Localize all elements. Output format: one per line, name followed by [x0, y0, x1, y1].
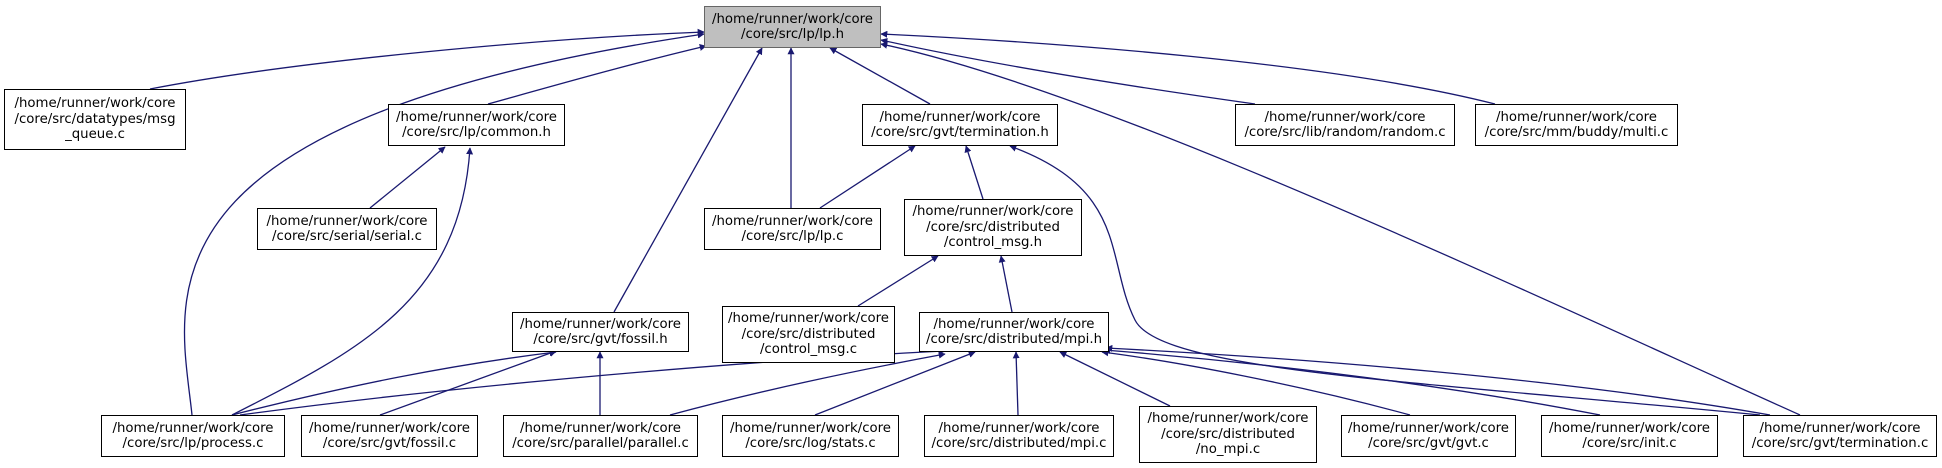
edge-gvt-c-to-mpi-h [1101, 349, 1411, 416]
node-stats-c-line-1: /home/runner/work/core [730, 420, 891, 436]
node-parallel-c-line-2: /core/src/parallel/parallel.c [512, 436, 689, 451]
node-mpi-c-line-1: /home/runner/work/core [938, 420, 1100, 436]
edge-control-msg-c-to-control-msg-h [857, 255, 939, 307]
node-parallel-c[interactable]: /home/runner/work/core /core/src/paralle… [503, 415, 698, 457]
node-control-msg-c[interactable]: /home/runner/work/core /core/src/distrib… [722, 306, 895, 363]
edge-mpi-h-to-control-msg-h [998, 255, 1013, 313]
node-stats-c[interactable]: /home/runner/work/core /core/src/log/sta… [722, 415, 899, 457]
node-control-msg-c-line-1: /home/runner/work/core [728, 311, 889, 327]
node-serial-c-line-1: /home/runner/work/core [266, 213, 428, 229]
node-parallel-c-line-1: /home/runner/work/core [520, 420, 681, 436]
node-lp-c-line-2: /core/src/lp/lp.c [741, 229, 844, 244]
node-init-c-line-2: /core/src/init.c [1582, 436, 1677, 451]
node-process-c-line-1: /home/runner/work/core [112, 420, 274, 436]
edge-parallel-to-mpi-h [669, 351, 946, 416]
edge-lp-c-to-termination-h [819, 145, 916, 209]
node-multi-c-line-1: /home/runner/work/core [1496, 109, 1657, 125]
edge-init-c-to-mpi-h [1103, 347, 1601, 416]
node-no-mpi-c-line-3: /no_mpi.c [1195, 442, 1261, 458]
node-fossil-c-line-1: /home/runner/work/core [309, 420, 470, 436]
node-random-c-line-2: /core/src/lib/random/random.c [1244, 125, 1446, 140]
edge-termination-c-to-termination-h [1009, 144, 1761, 416]
node-no-mpi-c-line-1: /home/runner/work/core [1147, 411, 1309, 427]
edge-termination-c-to-lp-h [880, 41, 1801, 416]
node-common-h[interactable]: /home/runner/work/core /core/src/lp/comm… [388, 104, 565, 146]
edge-control-msg-h-to-termination-h [964, 145, 984, 200]
node-control-msg-h-line-3: /control_msg.h [943, 235, 1043, 251]
edge-mpi-c-to-mpi-h [1012, 351, 1020, 416]
node-fossil-c-line-2: /core/src/gvt/fossil.c [322, 436, 457, 451]
node-msg-queue-c[interactable]: /home/runner/work/core /core/src/datatyp… [4, 89, 186, 150]
node-fossil-h-line-2: /core/src/gvt/fossil.h [533, 332, 668, 347]
edge-random-to-lp-h [880, 37, 1256, 105]
edge-stats-to-mpi-h [814, 351, 976, 416]
node-multi-c[interactable]: /home/runner/work/core /core/src/mm/budd… [1475, 104, 1678, 146]
node-termination-h-line-2: /core/src/gvt/termination.h [871, 125, 1049, 140]
dependency-edges [149, 28, 1801, 416]
node-mpi-h-line-1: /home/runner/work/core [933, 316, 1095, 332]
node-mpi-c-line-2: /core/src/distributed/mpi.c [931, 436, 1107, 451]
node-serial-c-line-2: /core/src/serial/serial.c [272, 229, 422, 244]
node-process-c-line-2: /core/src/lp/process.c [122, 436, 264, 451]
node-mpi-h-line-2: /core/src/distributed/mpi.h [925, 332, 1102, 347]
node-gvt-c-line-2: /core/src/gvt/gvt.c [1368, 436, 1489, 451]
node-fossil-h-line-1: /home/runner/work/core [520, 316, 681, 332]
node-lp-h-line-2: /core/src/lp/lp.h [740, 27, 845, 42]
edge-msg-queue-to-lp-h [149, 28, 705, 90]
node-control-msg-h[interactable]: /home/runner/work/core /core/src/distrib… [904, 199, 1082, 256]
edge-multi-to-lp-h [880, 30, 1496, 105]
node-mpi-h[interactable]: /home/runner/work/core /core/src/distrib… [919, 312, 1109, 352]
edge-process-to-fossil-h [231, 349, 557, 416]
node-mpi-c[interactable]: /home/runner/work/core /core/src/distrib… [924, 415, 1114, 457]
node-serial-c[interactable]: /home/runner/work/core /core/src/serial/… [257, 208, 437, 250]
node-random-c[interactable]: /home/runner/work/core /core/src/lib/ran… [1235, 104, 1455, 146]
edge-termination-c-to-mpi-h [1105, 344, 1771, 416]
edge-process-to-common-h [231, 147, 474, 416]
node-multi-c-line-2: /core/src/mm/buddy/multi.c [1484, 125, 1669, 140]
node-msg-queue-c-line-2: /core/src/datatypes/msg [14, 111, 176, 127]
edge-fossil-h-to-lp-h [613, 47, 763, 313]
node-control-msg-h-line-1: /home/runner/work/core [912, 204, 1074, 220]
node-termination-h[interactable]: /home/runner/work/core /core/src/gvt/ter… [862, 104, 1058, 146]
node-fossil-h[interactable]: /home/runner/work/core /core/src/gvt/fos… [512, 312, 689, 352]
node-msg-queue-c-line-1: /home/runner/work/core [14, 96, 176, 112]
node-termination-h-line-1: /home/runner/work/core [879, 109, 1041, 125]
node-lp-h-line-1: /home/runner/work/core [712, 11, 873, 27]
edge-common-h-to-lp-h [487, 44, 707, 105]
node-msg-queue-c-line-3: _queue.c [65, 127, 125, 143]
node-fossil-c[interactable]: /home/runner/work/core /core/src/gvt/fos… [301, 415, 478, 457]
node-gvt-c-line-1: /home/runner/work/core [1348, 420, 1509, 436]
node-gvt-c[interactable]: /home/runner/work/core /core/src/gvt/gvt… [1341, 415, 1516, 457]
edge-no-mpi-to-mpi-h [1059, 351, 1171, 407]
edge-serial-to-common-h [369, 146, 446, 209]
node-control-msg-h-line-2: /core/src/distributed [926, 219, 1060, 235]
node-process-c[interactable]: /home/runner/work/core /core/src/lp/proc… [101, 415, 285, 457]
node-common-h-line-2: /core/src/lp/common.h [402, 125, 551, 140]
node-no-mpi-c-line-2: /core/src/distributed [1161, 426, 1295, 442]
node-lp-c-line-1: /home/runner/work/core [712, 213, 873, 229]
node-control-msg-c-line-2: /core/src/distributed [741, 326, 876, 342]
edge-termination-h-to-lp-h [829, 47, 931, 105]
node-stats-c-line-2: /core/src/log/stats.c [745, 436, 876, 451]
node-common-h-line-1: /home/runner/work/core [396, 109, 557, 125]
node-control-msg-c-line-3: /control_msg.c [759, 342, 858, 358]
node-termination-c-line-2: /core/src/gvt/termination.c [1751, 436, 1929, 451]
node-lp-h: /home/runner/work/core /core/src/lp/lp.h [704, 6, 881, 48]
node-lp-c[interactable]: /home/runner/work/core /core/src/lp/lp.c [704, 208, 881, 250]
node-termination-c[interactable]: /home/runner/work/core /core/src/gvt/ter… [1743, 415, 1937, 457]
node-termination-c-line-1: /home/runner/work/core [1759, 420, 1921, 436]
edge-process-to-lp-h [183, 31, 705, 416]
node-init-c-line-1: /home/runner/work/core [1549, 420, 1710, 436]
node-random-c-line-1: /home/runner/work/core [1264, 109, 1426, 125]
node-no-mpi-c[interactable]: /home/runner/work/core /core/src/distrib… [1139, 406, 1317, 463]
edge-fossil-c-to-fossil-h [379, 349, 557, 416]
node-init-c[interactable]: /home/runner/work/core /core/src/init.c [1541, 415, 1718, 457]
